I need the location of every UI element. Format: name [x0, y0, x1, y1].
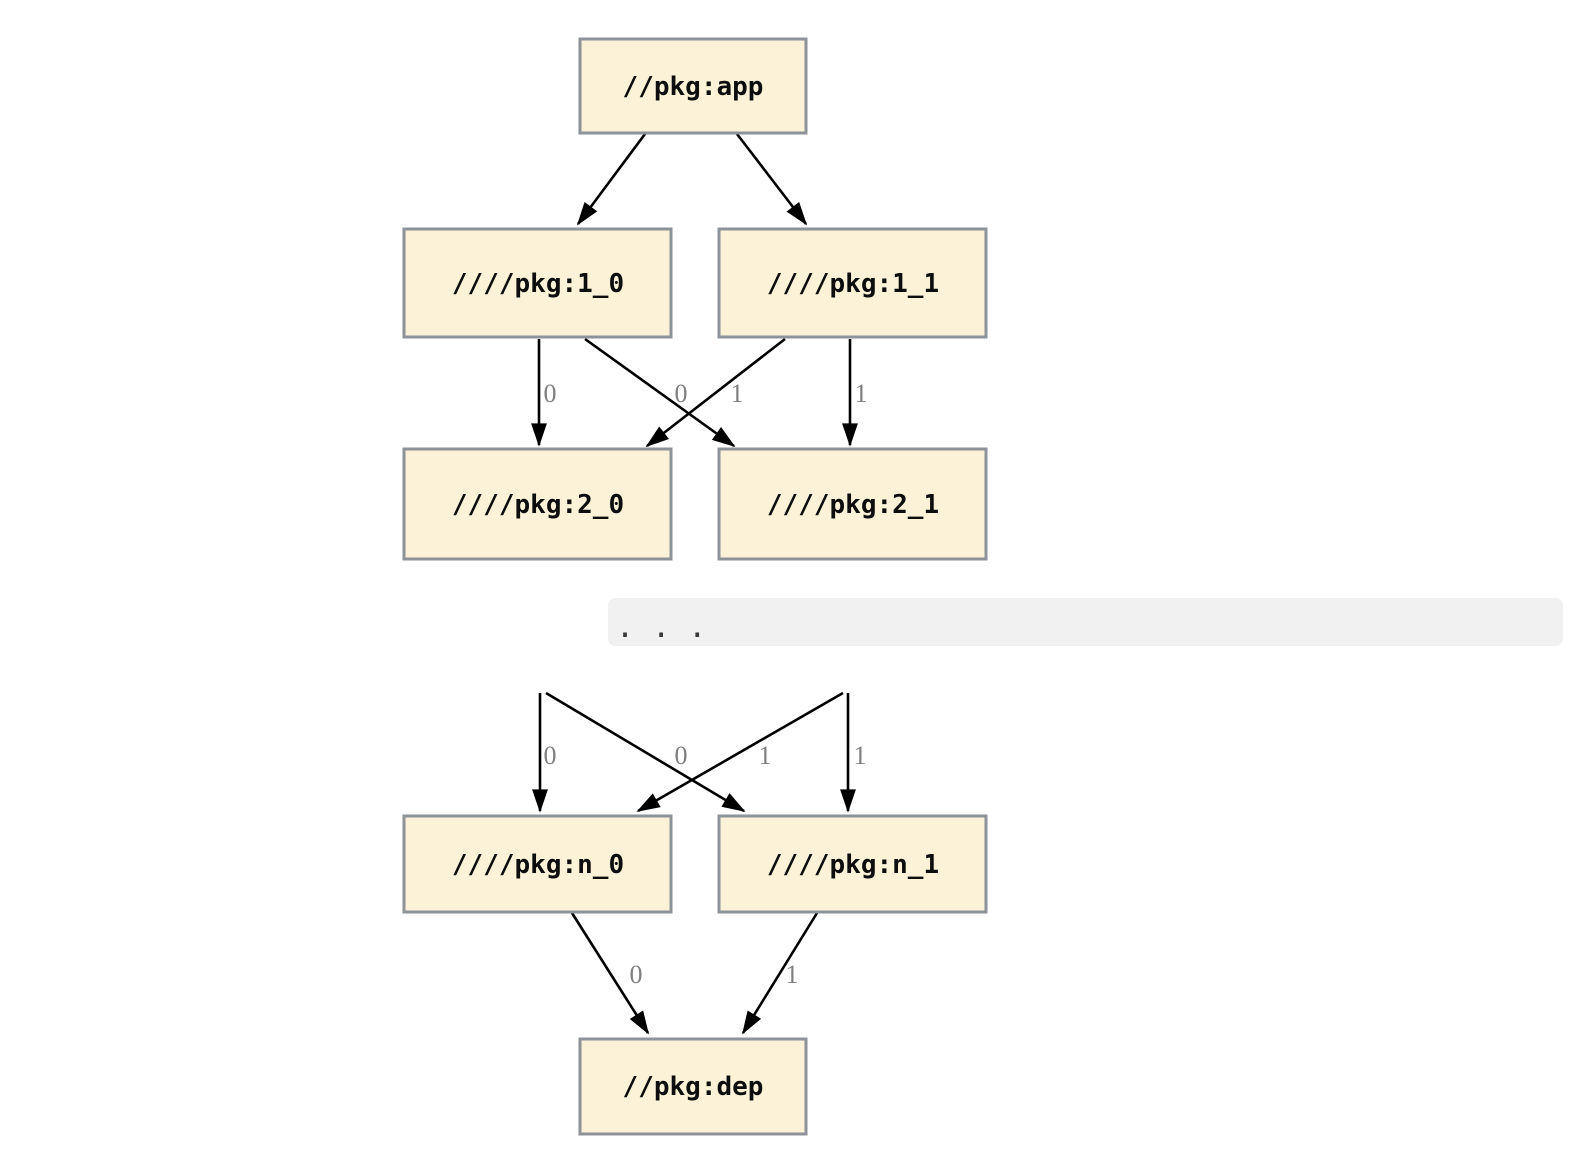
node-n_1: ////pkg:n_1	[717, 814, 988, 914]
node-label: ////pkg:n_1	[767, 850, 939, 880]
ellipsis-text: . . .	[616, 610, 706, 645]
edge-label: 1	[731, 379, 744, 408]
edge-label: 0	[630, 960, 643, 989]
node-dep: //pkg:dep	[578, 1037, 808, 1136]
edge-app-1_0	[576, 133, 647, 226]
edge-app-1_1	[735, 133, 808, 226]
node-1_1: ////pkg:1_1	[717, 227, 988, 339]
node-label: ////pkg:2_1	[767, 490, 939, 520]
node-label: //pkg:dep	[623, 1072, 764, 1102]
edge-dots-n_0-cross	[636, 691, 844, 813]
edge-label: 0	[675, 741, 688, 770]
edge-n_0-dep	[570, 912, 650, 1035]
node-label: ////pkg:n_0	[452, 850, 624, 880]
edge-1_0-2_1	[584, 337, 736, 448]
node-label: ////pkg:2_0	[452, 490, 624, 520]
ellipsis-bar: . . .	[608, 598, 1563, 646]
node-n_0: ////pkg:n_0	[402, 814, 673, 914]
edge-label: 0	[544, 741, 557, 770]
edge-n_1-dep	[741, 912, 819, 1035]
edge-label: 0	[675, 379, 688, 408]
node-2_1: ////pkg:2_1	[717, 447, 988, 561]
edge-label: 1	[786, 960, 799, 989]
node-label: ////pkg:1_0	[452, 269, 624, 299]
edge-label: 1	[759, 741, 772, 770]
edge-1_1-2_0	[645, 337, 786, 448]
edge-label: 0	[544, 379, 557, 408]
edge-dots-n_1-cross	[545, 691, 746, 813]
node-label: //pkg:app	[623, 72, 764, 102]
edge-label: 1	[855, 379, 868, 408]
node-app: //pkg:app	[578, 37, 808, 135]
edge-label: 1	[854, 741, 867, 770]
node-label: ////pkg:1_1	[767, 269, 939, 299]
node-1_0: ////pkg:1_0	[402, 227, 673, 339]
node-2_0: ////pkg:2_0	[402, 447, 673, 561]
